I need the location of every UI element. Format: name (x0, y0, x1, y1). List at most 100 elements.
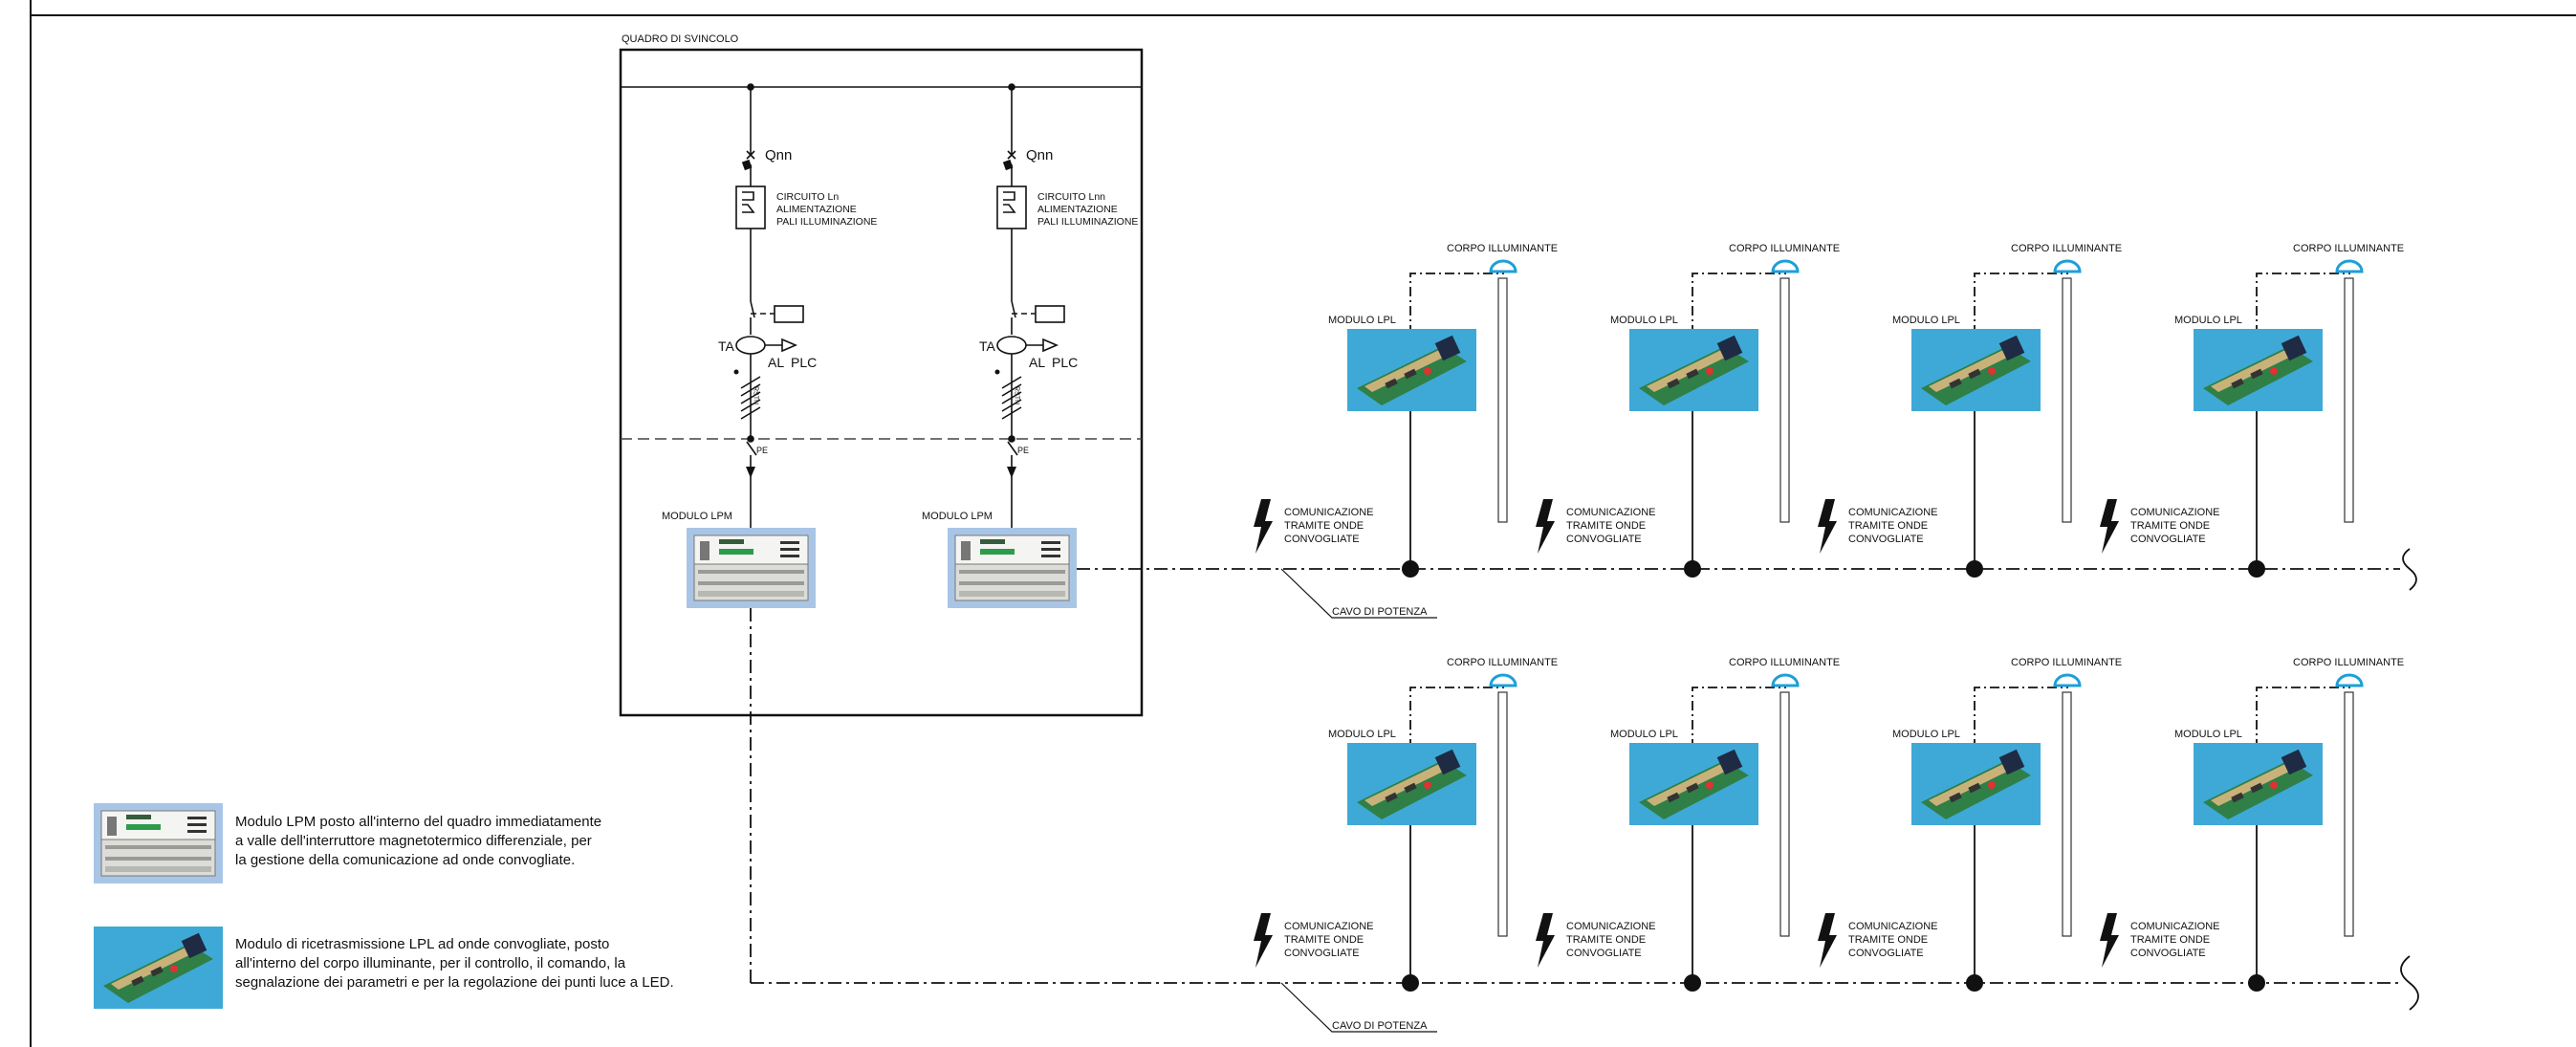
circuit-2 (994, 83, 1065, 528)
cable-label-group: CAVO DI POTENZA (1280, 982, 1437, 1033)
ta-label: TA (979, 338, 996, 354)
comm-label-line: TRAMITE ONDE (1848, 520, 1928, 532)
module-lpl-label: MODULO LPL (1892, 729, 1960, 740)
legend-line: Modulo LPM posto all'interno del quadro … (235, 814, 601, 830)
lamp-label: CORPO ILLUMINANTE (2011, 657, 2122, 668)
panel-title: QUADRO DI SVINCOLO (622, 33, 739, 45)
light-point: MODULO LPL CORPO ILLUMINANTE COMUNICAZIONE… (2100, 243, 2404, 578)
comm-label-line: COMUNICAZIONE (1848, 921, 1938, 932)
plc-label: PLC (791, 355, 817, 370)
comm-label-line: CONVOGLIATE (1848, 534, 1924, 545)
comm-label-line: COMUNICAZIONE (2130, 921, 2220, 932)
legend-line: la gestione della comunicazione ad onde … (235, 852, 575, 868)
feeder-lines (750, 568, 2400, 984)
lamp-pole (1497, 691, 1508, 937)
legend-lpl-text: Modulo di ricetrasmissione LPL ad onde c… (235, 936, 674, 991)
lamp-head-icon (2053, 259, 2082, 273)
comm-label-line: TRAMITE ONDE (1284, 520, 1364, 532)
al-label: AL (768, 355, 784, 370)
circuit-1-labels: Qnn CIRCUITO Ln ALIMENTAZIONE PALI ILLUM… (662, 147, 877, 522)
legend-line: all'interno del corpo illuminante, per i… (235, 955, 626, 971)
module-lpl-label: MODULO LPL (2174, 315, 2242, 326)
lightning-icon (1254, 913, 1273, 968)
lamp-label: CORPO ILLUMINANTE (2011, 243, 2122, 254)
lpm-module-image (686, 527, 817, 609)
module-lpl-label: MODULO LPL (1328, 729, 1396, 740)
module-lpm-label: MODULO LPM (922, 511, 993, 522)
circuit-desc-line: ALIMENTAZIONE (1037, 204, 1118, 215)
phases-label: RSTN (753, 386, 759, 404)
comm-label-line: TRAMITE ONDE (1566, 520, 1646, 532)
comm-label-line: CONVOGLIATE (2130, 948, 2206, 959)
light-point: MODULO LPL CORPO ILLUMINANTE COMUNICAZIONE… (1254, 657, 1558, 992)
circuit-desc-line: CIRCUITO Lnn (1037, 191, 1105, 203)
circuit-desc-line: CIRCUITO Ln (776, 191, 839, 203)
light-point: MODULO LPL CORPO ILLUMINANTE COMUNICAZIONE… (1254, 243, 1558, 578)
pe-label: PE (756, 446, 768, 455)
lpl-module-image (1347, 743, 1476, 825)
lpl-module-image (1629, 743, 1758, 825)
comm-label-line: TRAMITE ONDE (1566, 934, 1646, 946)
plc-label: PLC (1052, 355, 1078, 370)
lamp-pole (1779, 691, 1790, 937)
comm-label-line: CONVOGLIATE (1566, 534, 1642, 545)
legend-line: segnalazione dei parametri e per la rego… (235, 974, 674, 991)
lpl-module-image (1911, 743, 2041, 825)
lightning-icon (1536, 913, 1555, 968)
comm-label-line: COMUNICAZIONE (2130, 507, 2220, 518)
comm-label-line: COMUNICAZIONE (1848, 507, 1938, 518)
module-lpl-label: MODULO LPL (1328, 315, 1396, 326)
cable-label: CAVO DI POTENZA (1332, 1020, 1428, 1032)
lpl-module-image (2194, 329, 2323, 411)
ta-label: TA (718, 338, 735, 354)
lightning-icon (1818, 499, 1837, 554)
lightning-icon (1254, 499, 1273, 554)
comm-label-line: TRAMITE ONDE (2130, 520, 2210, 532)
comm-label-line: CONVOGLIATE (1284, 534, 1360, 545)
lamp-head-icon (2053, 673, 2082, 687)
circuit-desc-line: PALI ILLUMINAZIONE (776, 216, 877, 228)
lamp-pole (1779, 277, 1790, 523)
lightning-icon (2100, 913, 2119, 968)
lpl-module-image (1629, 329, 1758, 411)
comm-label-line: CONVOGLIATE (1566, 948, 1642, 959)
circuit-1 (733, 83, 804, 528)
breaker-label: Qnn (1026, 147, 1053, 164)
comm-label-line: CONVOGLIATE (1848, 948, 1924, 959)
module-lpl-label: MODULO LPL (1610, 729, 1678, 740)
phases-label: RSTN (1014, 386, 1020, 404)
comm-label-line: TRAMITE ONDE (1848, 934, 1928, 946)
legend-line: a valle dell'interruttore magnetotermico… (235, 833, 592, 849)
lamp-label: CORPO ILLUMINANTE (1447, 657, 1558, 668)
lpl-module-image (2194, 743, 2323, 825)
comm-label-line: COMUNICAZIONE (1284, 921, 1374, 932)
cable-label: CAVO DI POTENZA (1332, 606, 1428, 618)
lamp-label: CORPO ILLUMINANTE (1447, 243, 1558, 254)
light-point: MODULO LPL CORPO ILLUMINANTE COMUNICAZIONE… (1818, 657, 2122, 992)
lamp-pole (2062, 277, 2072, 523)
legend-lpl-image (94, 927, 223, 1009)
lamp-label: CORPO ILLUMINANTE (1729, 657, 1840, 668)
lamp-head-icon (2335, 673, 2364, 687)
lamp-head-icon (1771, 673, 1800, 687)
lamp-pole (1497, 277, 1508, 523)
legend-lpm-text: Modulo LPM posto all'interno del quadro … (235, 814, 601, 868)
cable-label-group: CAVO DI POTENZA (1280, 568, 1437, 619)
comm-label-line: COMUNICAZIONE (1284, 507, 1374, 518)
module-lpm-label: MODULO LPM (662, 511, 732, 522)
circuit-desc-line: PALI ILLUMINAZIONE (1037, 216, 1138, 228)
lamp-label: CORPO ILLUMINANTE (2293, 243, 2404, 254)
lightning-icon (1818, 913, 1837, 968)
comm-label-line: TRAMITE ONDE (1284, 934, 1364, 946)
lpl-module-image (1911, 329, 2041, 411)
light-point: MODULO LPL CORPO ILLUMINANTE COMUNICAZIONE… (1818, 243, 2122, 578)
comm-label-line: TRAMITE ONDE (2130, 934, 2210, 946)
module-lpl-label: MODULO LPL (1892, 315, 1960, 326)
pe-label: PE (1017, 446, 1029, 455)
lpl-module-image (1347, 329, 1476, 411)
lamp-pole (2344, 691, 2354, 937)
